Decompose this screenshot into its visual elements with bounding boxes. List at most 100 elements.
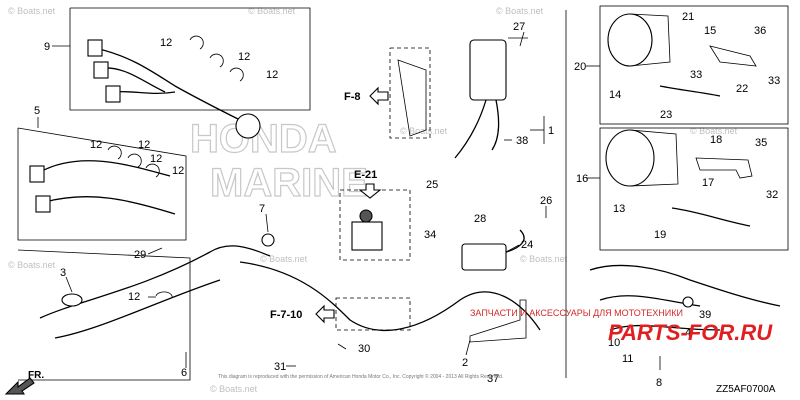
part-label-12: 12: [138, 139, 150, 151]
frame-cable-6: [17, 249, 191, 381]
module-1-wire: [491, 99, 500, 151]
brand-watermark: HONDA MARINE: [189, 116, 368, 205]
watermark-text: © Boats.net: [260, 254, 308, 264]
connector-shape: [87, 39, 103, 57]
part-label-8: 8: [656, 377, 662, 389]
cable-main-shape: [239, 261, 541, 332]
module-1-shape: [469, 39, 507, 101]
module-24-wire: [505, 229, 525, 253]
part-label-20: 20: [574, 61, 586, 73]
watermark-text: © Boats.net: [248, 6, 296, 16]
shop-watermark-logo: PARTS-FOR.RU: [608, 320, 773, 345]
reference-callouts: F-8 E-21 F-7-10: [270, 86, 389, 324]
part-label-12: 12: [150, 153, 162, 165]
brand-watermark-line: MARINE: [210, 161, 368, 205]
clip-shape: [155, 291, 173, 299]
ref-label-e21: E-21: [354, 169, 377, 181]
part-label-21: 21: [682, 11, 694, 23]
frame-gauge-20: [599, 5, 789, 125]
part-label-11: 11: [622, 353, 633, 365]
clip-shape: [127, 153, 142, 168]
watermark-text: © Boats.net: [8, 6, 56, 16]
gauge-20-shape: [607, 13, 653, 67]
shop-watermark: ЗАПЧАСТИ И АКСЕССУАРЫ ДЛЯ МОТОТЕХНИКИ PA…: [470, 308, 773, 345]
module-1-wire: [454, 99, 487, 159]
diagram-code: ZZ5AF0700A: [716, 384, 776, 395]
part-label-37: 37: [487, 373, 499, 385]
part-label-39: 39: [699, 309, 711, 321]
front-label: FR.: [28, 370, 44, 381]
part-label-12: 12: [172, 165, 184, 177]
part-label-15: 15: [704, 25, 716, 37]
frame-harness-9: [69, 7, 311, 111]
grommet-shape: [682, 296, 694, 308]
relay-shape: [351, 221, 383, 251]
clip-shape: [189, 35, 204, 50]
part-label-34: 34: [424, 229, 436, 241]
frame-f710: [335, 297, 411, 331]
clip-shape: [229, 67, 244, 82]
part-label-1: 1: [548, 125, 554, 137]
connector-shape: [29, 165, 45, 183]
relay-terminal: [359, 209, 373, 223]
ref-arrow-icon: [315, 304, 335, 324]
part-label-14: 14: [609, 89, 621, 101]
gauge-16-body: [629, 129, 679, 187]
connector-shape: [93, 61, 109, 79]
part-label-25: 25: [426, 179, 438, 191]
part-label-24: 24: [521, 239, 533, 251]
part-label-33: 33: [690, 69, 702, 81]
cable-6-branch: [54, 279, 221, 339]
connector-shape: [35, 195, 51, 213]
part-shapes: [4, 13, 781, 395]
front-arrow-icon: [4, 377, 35, 395]
part-label-35: 35: [755, 137, 767, 149]
part-label-28: 28: [474, 213, 486, 225]
part-labels: 9 12 12 12 5 12 12 12 12 27 1 38 25 7 28…: [34, 11, 780, 389]
group-frames: [17, 5, 789, 381]
part-label-7: 7: [259, 203, 265, 215]
gauge-20-body: [629, 13, 671, 67]
shop-watermark-text: ЗАПЧАСТИ И АКСЕССУАРЫ ДЛЯ МОТОТЕХНИКИ: [470, 308, 683, 318]
part-label-22: 22: [736, 83, 748, 95]
part-label-29: 29: [134, 249, 146, 261]
leader-lines: [37, 31, 661, 370]
watermark-text: © Boats.net: [210, 384, 258, 394]
connector-shape: [105, 85, 121, 103]
frame-f8: [389, 47, 431, 139]
part-label-30: 30: [358, 343, 370, 355]
bracket-f8-shape: [397, 59, 427, 137]
harness-5-branch: [44, 196, 176, 215]
part-label-4: 4: [685, 327, 691, 339]
brand-watermark-line: HONDA: [190, 117, 337, 161]
clip-shape: [145, 163, 160, 178]
harness-8-shape: [589, 264, 781, 307]
module-24-shape: [461, 243, 507, 271]
part-label-36: 36: [754, 25, 766, 37]
clip-shape: [107, 145, 122, 160]
watermark-text: © Boats.net: [690, 126, 738, 136]
part-label-9: 9: [44, 41, 50, 53]
part-label-12: 12: [128, 291, 140, 303]
part-label-10: 10: [608, 337, 620, 349]
part-label-31: 31: [274, 361, 286, 373]
watermark-text: © Boats.net: [8, 260, 56, 270]
gauge-16-wire: [671, 207, 751, 227]
part-label-27: 27: [513, 21, 525, 33]
part-label-23: 23: [660, 109, 672, 121]
bracket-22-shape: [709, 45, 757, 67]
part-label-16: 16: [576, 173, 588, 185]
harness-5-shape: [39, 160, 171, 177]
bracket-18-shape: [695, 157, 753, 179]
clamp-shape: [61, 293, 83, 307]
part-label-18: 18: [710, 134, 722, 146]
part-label-6: 6: [181, 367, 187, 379]
gauge-16-shape: [605, 129, 655, 187]
part-label-12: 12: [238, 51, 250, 63]
part-label-26: 26: [540, 195, 552, 207]
gauge-20-wire: [659, 85, 721, 97]
part-label-5: 5: [34, 105, 40, 117]
frame-gauge-16: [599, 127, 789, 251]
